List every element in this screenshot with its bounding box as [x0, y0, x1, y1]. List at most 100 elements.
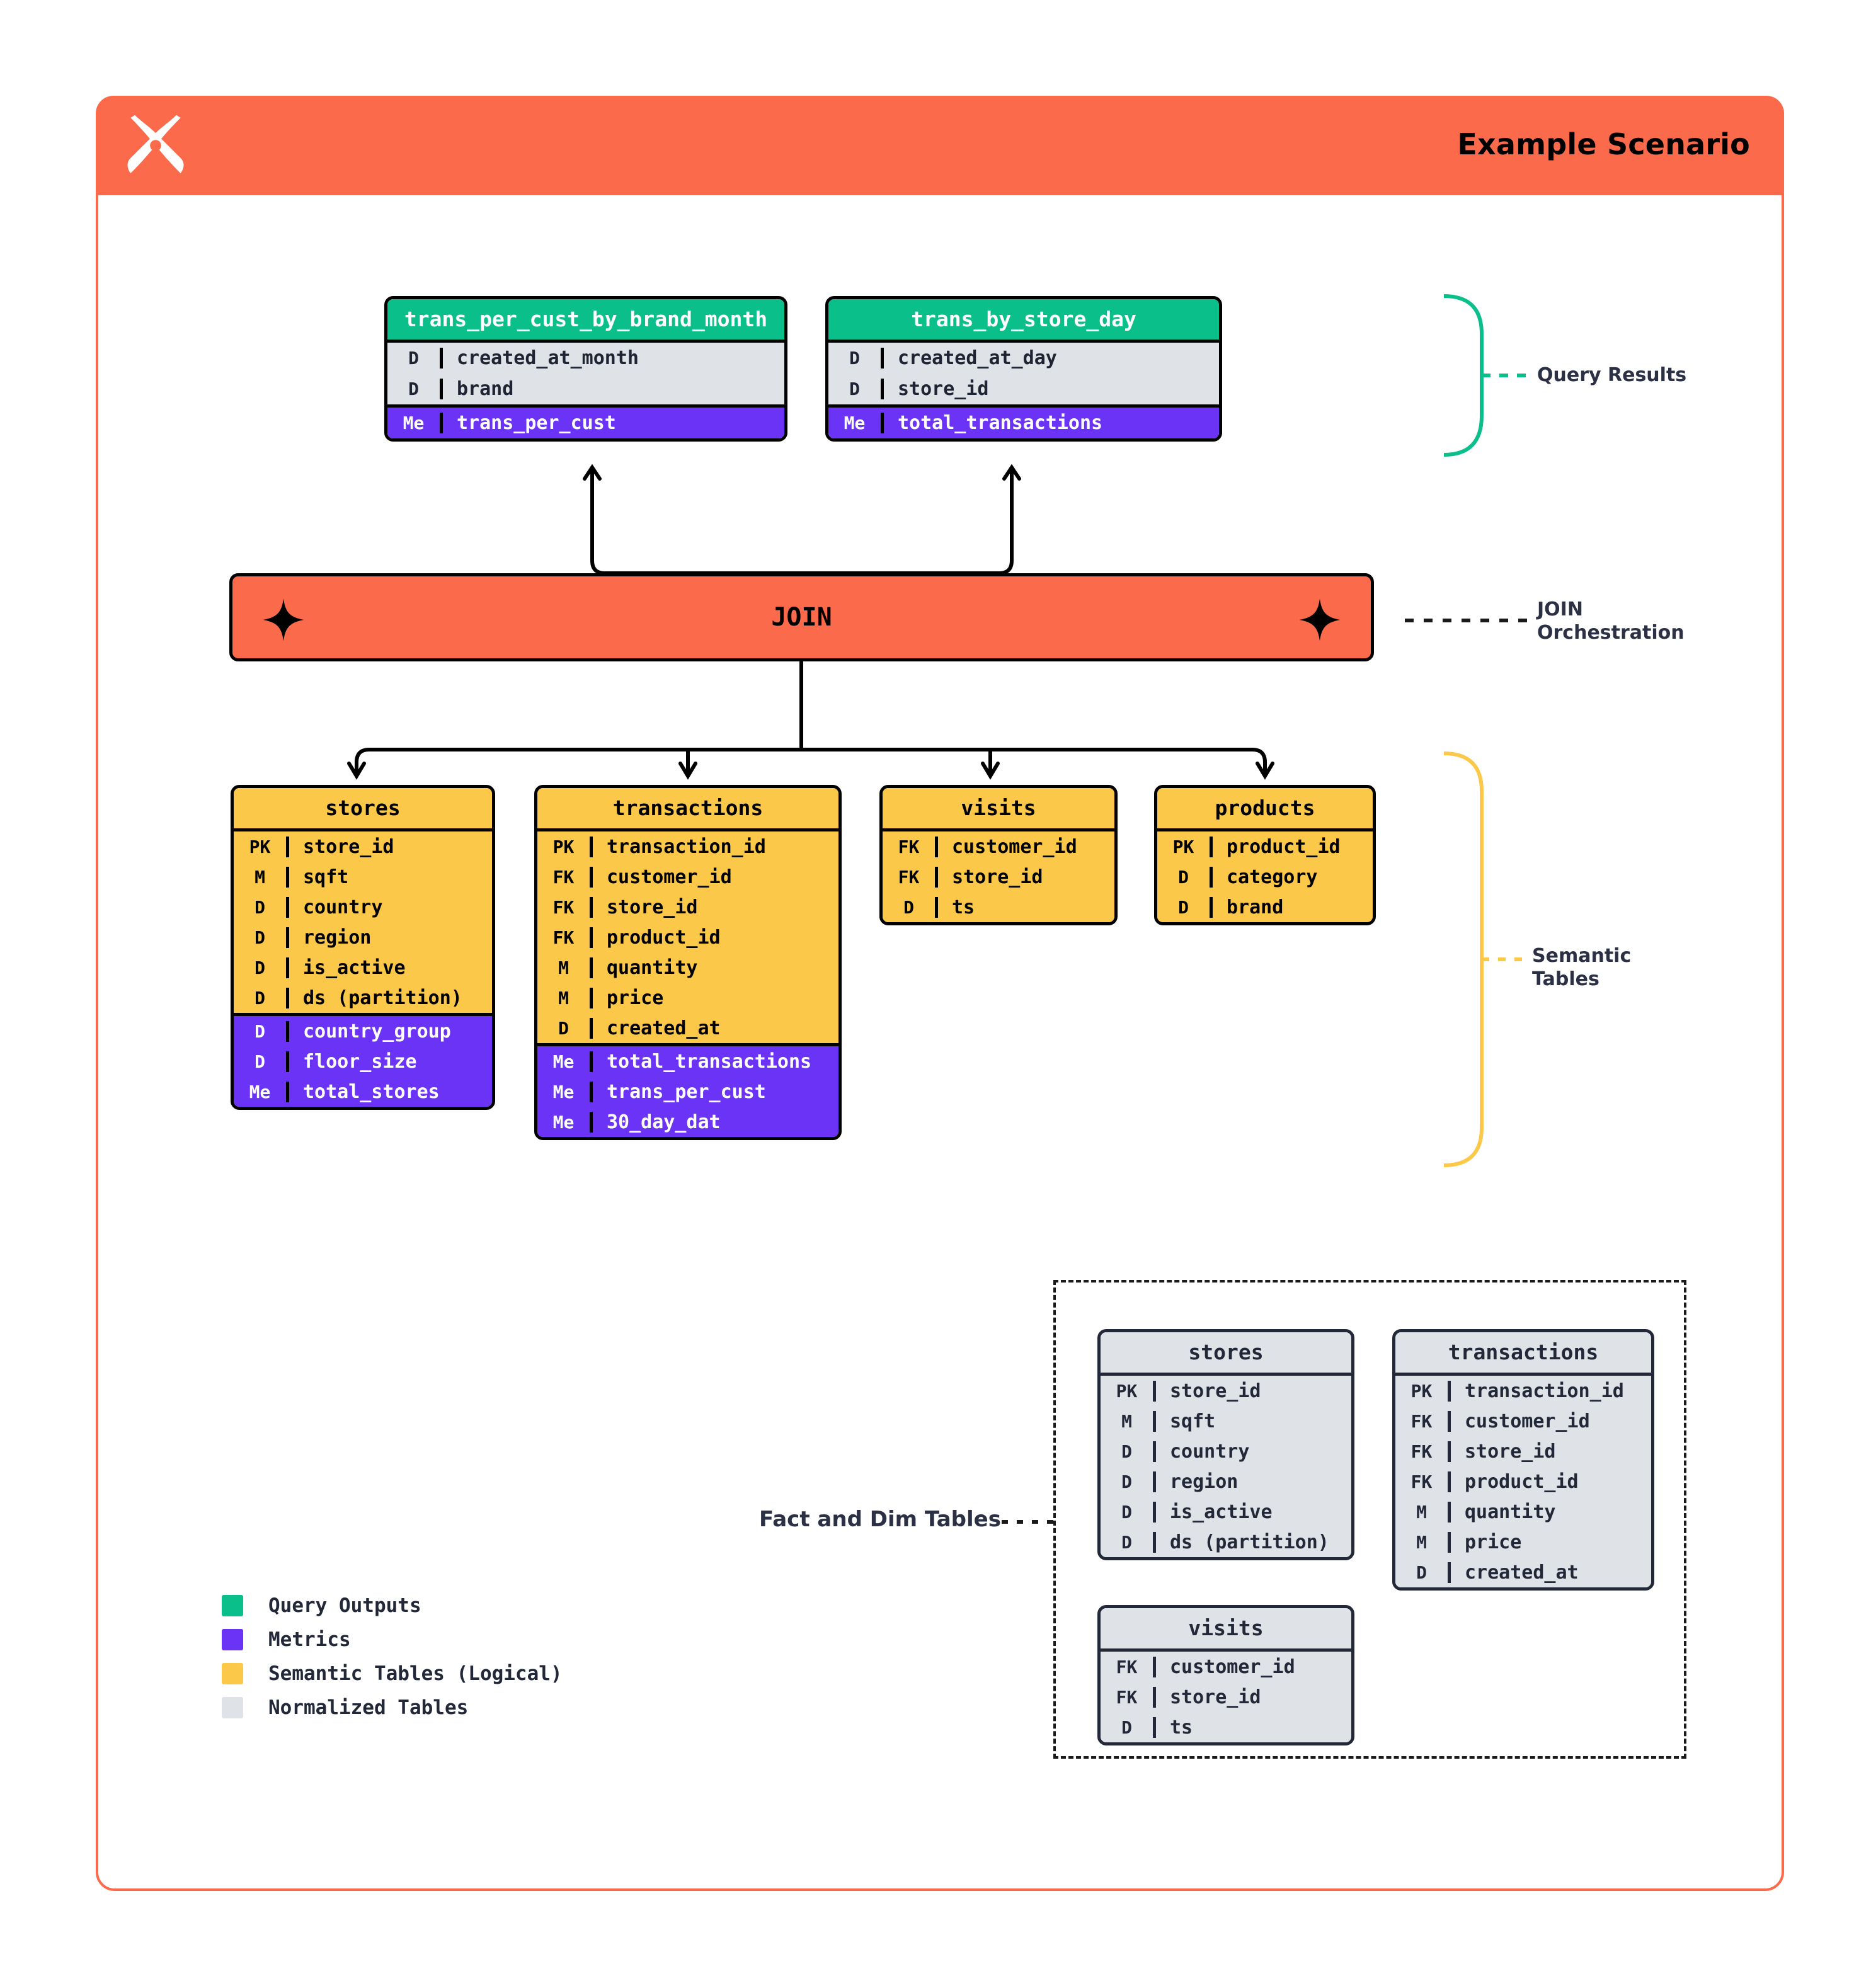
column-key: FK [537, 896, 593, 918]
column-field: country [303, 896, 383, 918]
legend-swatch [222, 1595, 243, 1616]
column-field: brand [457, 378, 514, 400]
column-key: D [234, 896, 289, 918]
column-key: FK [1101, 1656, 1156, 1677]
column-key: PK [1395, 1380, 1451, 1402]
column-key: Me [828, 413, 884, 433]
column-field: ts [952, 896, 975, 918]
legend-item-metrics: Metrics [222, 1623, 563, 1657]
query-result-table-trans-by-store-day[interactable]: trans_by_store_day D created_at_day D st… [825, 296, 1222, 442]
column-field: store_id [303, 835, 394, 858]
column-field: total_transactions [898, 412, 1103, 434]
column-key: M [234, 866, 289, 888]
column-field: sqft [1170, 1410, 1216, 1432]
column-field: product_id [607, 926, 721, 949]
annotation-fact-and-dim-tables: Fact and Dim Tables [759, 1507, 1001, 1532]
table-body: D created_at_month D brand Me trans_per_… [387, 340, 784, 438]
column-field: trans_per_cust [457, 412, 616, 434]
column-key: D [1101, 1501, 1156, 1522]
annotation-query-results: Query Results [1537, 364, 1687, 386]
column-key: PK [1157, 836, 1213, 857]
table-row: Me trans_per_cust [387, 408, 784, 438]
legend-label: Metrics [268, 1628, 351, 1651]
column-key: D [234, 1051, 289, 1072]
column-field: store_id [1170, 1380, 1261, 1402]
column-field: is_active [1170, 1500, 1273, 1523]
column-field: store_id [1170, 1686, 1261, 1708]
column-field: ds (partition) [1170, 1531, 1329, 1553]
table-header: visits [883, 788, 1114, 828]
column-key: D [1101, 1471, 1156, 1492]
column-field: customer_id [1170, 1655, 1295, 1678]
column-key: D [234, 957, 289, 978]
column-key: D [1157, 896, 1213, 918]
column-field: 30_day_dat [607, 1111, 721, 1133]
join-orchestration-bar[interactable]: JOIN [229, 573, 1374, 661]
column-field: is_active [303, 956, 406, 979]
legend-swatch [222, 1697, 243, 1718]
column-key: D [387, 379, 443, 399]
table-row: FK product_id [537, 922, 838, 952]
legend-item-query-outputs: Query Outputs [222, 1589, 563, 1623]
column-key: Me [537, 1081, 593, 1102]
legend-swatch [222, 1629, 243, 1650]
column-key: D [537, 1017, 593, 1039]
column-field: total_transactions [607, 1050, 812, 1073]
table-row: Me total_transactions [828, 408, 1219, 438]
column-key: FK [1395, 1410, 1451, 1432]
column-field: customer_id [952, 835, 1077, 858]
header-bar: Example Scenario [96, 96, 1784, 195]
column-key: Me [387, 413, 443, 433]
query-result-table-trans-per-cust-by-brand-month[interactable]: trans_per_cust_by_brand_month D created_… [384, 296, 787, 442]
column-key: PK [234, 836, 289, 857]
legend-item-semantic-tables: Semantic Tables (Logical) [222, 1657, 563, 1691]
column-field: price [607, 986, 664, 1009]
table-row: PK transaction_id [1395, 1376, 1651, 1406]
column-field: country [1170, 1440, 1250, 1463]
column-field: floor_size [303, 1050, 417, 1073]
column-key: D [1395, 1562, 1451, 1583]
column-field: sqft [303, 865, 349, 888]
column-field: store_id [1465, 1440, 1556, 1463]
join-label: JOIN [771, 603, 832, 632]
column-key: D [387, 348, 443, 368]
table-body: D created_at_day D store_id Me total_tra… [828, 340, 1219, 438]
column-field: total_stores [303, 1080, 440, 1103]
column-field: created_at [607, 1017, 721, 1039]
column-key: FK [537, 927, 593, 948]
table-header: transactions [1395, 1332, 1651, 1373]
column-field: product_id [1465, 1470, 1579, 1493]
sparkle-diamond-icon [1299, 598, 1341, 641]
column-field: transaction_id [1465, 1380, 1624, 1402]
